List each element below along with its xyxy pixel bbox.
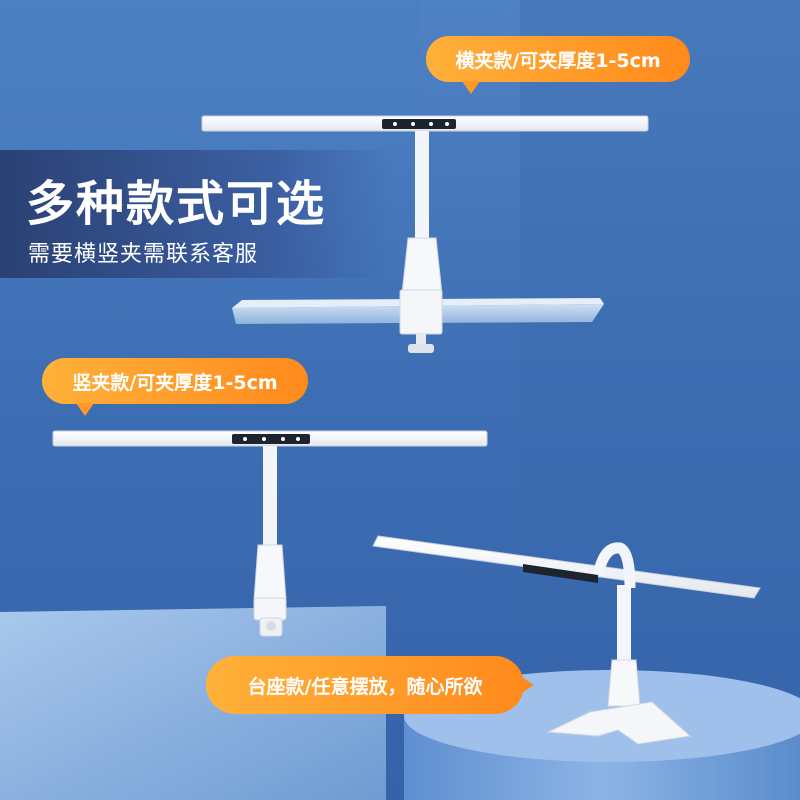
callout-tail (520, 676, 534, 694)
lamp2-control-panel (232, 434, 310, 444)
lamp2-clamp-knob (266, 621, 276, 631)
callout-vertical-clamp-text: 竖夹款/可夹厚度1-5cm (72, 371, 278, 394)
callout-vertical-clamp: 竖夹款/可夹厚度1-5cm (42, 358, 308, 416)
lamp1-clamp-screw (416, 334, 426, 346)
callout-horizontal-clamp-text: 横夹款/可夹厚度1-5cm (455, 49, 661, 72)
lamp3-stem (617, 585, 631, 663)
display-box (0, 606, 386, 800)
lamp2-button (262, 437, 266, 441)
lamp2-button (296, 437, 300, 441)
lamp2-sleeve (253, 544, 287, 601)
lamp1-arm (415, 131, 429, 239)
title-banner (0, 150, 390, 278)
lamp2-clamp (253, 597, 287, 621)
callout-base-stand-text: 台座款/任意摆放，随心所欲 (247, 675, 483, 698)
lamp2-button (243, 437, 247, 441)
lamp1-sleeve (401, 237, 443, 295)
lamp3-control-panel (523, 564, 598, 583)
banner-title: 多种款式可选 (26, 176, 327, 232)
lamp1-control-panel (382, 119, 456, 129)
lamp3-arm (592, 542, 636, 589)
lamp3-base (546, 701, 692, 745)
callout-tail (76, 403, 94, 416)
banner-subtitle: 需要横竖夹需联系客服 (28, 242, 259, 267)
lamp1-button (429, 122, 433, 126)
lamp1-button (393, 122, 397, 126)
lamp3-sleeve (607, 659, 641, 707)
callout-horizontal-clamp: 横夹款/可夹厚度1-5cm (426, 36, 690, 94)
lamp1-clamp (399, 289, 443, 335)
lamp1-clamp-knob (408, 344, 434, 353)
lamp1-button (445, 122, 449, 126)
lamp1-button (411, 122, 415, 126)
callout-base-stand: 台座款/任意摆放，随心所欲 (206, 656, 534, 714)
lamp2-button (281, 437, 285, 441)
callout-tail (462, 81, 480, 94)
lamp2-arm (263, 446, 277, 546)
